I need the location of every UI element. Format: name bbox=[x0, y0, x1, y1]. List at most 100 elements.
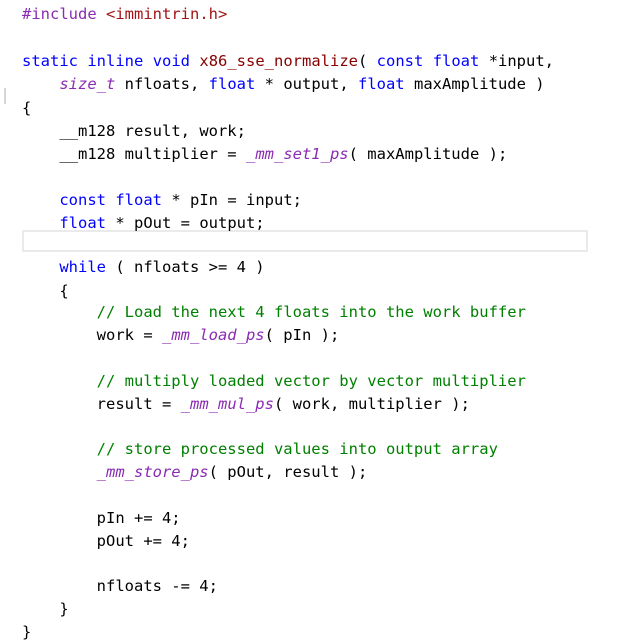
code-line[interactable]: } bbox=[0, 621, 618, 643]
code-line-text: pIn += 4; bbox=[22, 507, 181, 529]
code-line-text: } bbox=[22, 621, 31, 643]
code-line-text: #include <immintrin.h> bbox=[22, 3, 227, 25]
code-token: * pOut = output; bbox=[106, 214, 265, 232]
code-token: ( nfloats >= 4 ) bbox=[106, 258, 265, 276]
code-token: static bbox=[22, 52, 78, 70]
code-line[interactable]: while ( nfloats >= 4 ) bbox=[0, 256, 618, 278]
code-token: float bbox=[208, 75, 256, 93]
code-token: while bbox=[59, 258, 106, 276]
code-line-text: work = _mm_load_ps( pIn ); bbox=[22, 324, 340, 346]
code-token: ( pOut, result ); bbox=[208, 463, 368, 481]
code-line[interactable]: // Load the next 4 floats into the work … bbox=[0, 301, 618, 323]
code-line[interactable]: __m128 multiplier = _mm_set1_ps( maxAmpl… bbox=[0, 143, 618, 165]
code-token: size_t bbox=[59, 75, 116, 93]
code-token: _mm_mul_ps bbox=[180, 395, 274, 413]
code-line-text: result = _mm_mul_ps( work, multiplier ); bbox=[22, 393, 470, 415]
code-token: ( maxAmplitude ); bbox=[348, 145, 508, 163]
code-token: } bbox=[22, 600, 69, 618]
code-token bbox=[22, 122, 59, 140]
code-line-text: nfloats -= 4; bbox=[22, 575, 218, 597]
code-token: * pIn = input; bbox=[162, 191, 302, 209]
code-line-text: pOut += 4; bbox=[22, 530, 190, 552]
code-line[interactable] bbox=[0, 553, 618, 575]
code-token: } bbox=[22, 623, 32, 641]
code-token: maxAmplitude ) bbox=[404, 75, 545, 93]
code-token: void bbox=[152, 52, 191, 70]
code-line[interactable] bbox=[0, 235, 618, 257]
code-line-text: static inline void x86_sse_normalize( co… bbox=[22, 50, 554, 72]
code-token bbox=[97, 5, 106, 23]
code-line[interactable]: // store processed values into output ar… bbox=[0, 438, 618, 460]
code-line[interactable]: pIn += 4; bbox=[0, 507, 618, 529]
code-token: { bbox=[22, 99, 32, 117]
code-token: // Load the next 4 floats into the work … bbox=[96, 303, 526, 321]
code-line[interactable]: float * pOut = output; bbox=[0, 212, 618, 234]
code-token bbox=[22, 463, 97, 481]
code-line[interactable]: work = _mm_load_ps( pIn ); bbox=[0, 324, 618, 346]
code-line[interactable]: { bbox=[0, 97, 618, 119]
code-line[interactable]: result = _mm_mul_ps( work, multiplier ); bbox=[0, 393, 618, 415]
code-token: nfloats, bbox=[115, 75, 209, 93]
code-line[interactable]: size_t nfloats, float * output, float ma… bbox=[0, 73, 618, 95]
code-token: _mm_set1_ps bbox=[245, 145, 349, 163]
code-line[interactable]: _mm_store_ps( pOut, result ); bbox=[0, 461, 618, 483]
code-token: pIn += 4; bbox=[96, 509, 181, 527]
code-token bbox=[22, 440, 97, 458]
code-line[interactable] bbox=[0, 347, 618, 369]
code-token bbox=[190, 52, 199, 70]
code-token bbox=[106, 191, 115, 209]
code-line-text: __m128 multiplier = _mm_set1_ps( maxAmpl… bbox=[22, 143, 507, 165]
code-token: ( bbox=[358, 52, 377, 70]
code-line[interactable] bbox=[0, 166, 618, 188]
code-line[interactable]: pOut += 4; bbox=[0, 530, 618, 552]
code-line-text: } bbox=[22, 598, 69, 620]
code-line-text: __m128 result, work; bbox=[22, 120, 246, 142]
change-marker bbox=[4, 88, 6, 104]
code-token: result = bbox=[96, 395, 181, 413]
code-token bbox=[22, 258, 59, 276]
code-line[interactable]: // multiply loaded vector by vector mult… bbox=[0, 370, 618, 392]
code-token: *input, bbox=[479, 52, 555, 70]
code-token: // store processed values into output ar… bbox=[96, 440, 498, 458]
code-token bbox=[22, 191, 59, 209]
code-token: _mm_store_ps bbox=[96, 463, 209, 481]
code-token bbox=[22, 509, 97, 527]
current-line-highlight bbox=[22, 230, 588, 252]
code-token bbox=[143, 52, 152, 70]
code-token: const bbox=[376, 52, 424, 70]
code-token bbox=[22, 326, 97, 344]
code-token: x86_sse_normalize bbox=[199, 52, 358, 70]
code-line[interactable] bbox=[0, 416, 618, 438]
code-line[interactable]: } bbox=[0, 598, 618, 620]
code-token bbox=[22, 303, 97, 321]
code-token: nfloats -= 4; bbox=[96, 577, 218, 595]
code-line[interactable]: nfloats -= 4; bbox=[0, 575, 618, 597]
code-token: work = bbox=[96, 326, 162, 344]
code-token bbox=[22, 532, 97, 550]
code-line[interactable]: __m128 result, work; bbox=[0, 120, 618, 142]
code-token bbox=[22, 214, 59, 232]
code-token: float bbox=[432, 52, 480, 70]
code-line-text: size_t nfloats, float * output, float ma… bbox=[22, 73, 545, 95]
code-line-text: _mm_store_ps( pOut, result ); bbox=[22, 461, 368, 483]
code-token bbox=[22, 145, 59, 163]
code-line-text: { bbox=[22, 97, 31, 119]
code-token bbox=[78, 52, 87, 70]
code-token bbox=[423, 52, 432, 70]
code-token: _mm_load_ps bbox=[161, 326, 265, 344]
code-token bbox=[22, 577, 97, 595]
code-token: float bbox=[59, 214, 106, 232]
code-line[interactable] bbox=[0, 484, 618, 506]
code-line[interactable]: static inline void x86_sse_normalize( co… bbox=[0, 50, 618, 72]
code-line[interactable]: { bbox=[0, 280, 618, 302]
code-line[interactable] bbox=[0, 26, 618, 48]
code-line[interactable]: #include <immintrin.h> bbox=[0, 3, 618, 25]
code-token bbox=[22, 75, 59, 93]
code-token: __m128 bbox=[59, 145, 116, 163]
code-line-text: // Load the next 4 floats into the work … bbox=[22, 301, 526, 323]
code-line[interactable]: const float * pIn = input; bbox=[0, 189, 618, 211]
code-token: __m128 bbox=[59, 122, 116, 140]
code-line-text: const float * pIn = input; bbox=[22, 189, 302, 211]
code-token: { bbox=[22, 282, 69, 300]
